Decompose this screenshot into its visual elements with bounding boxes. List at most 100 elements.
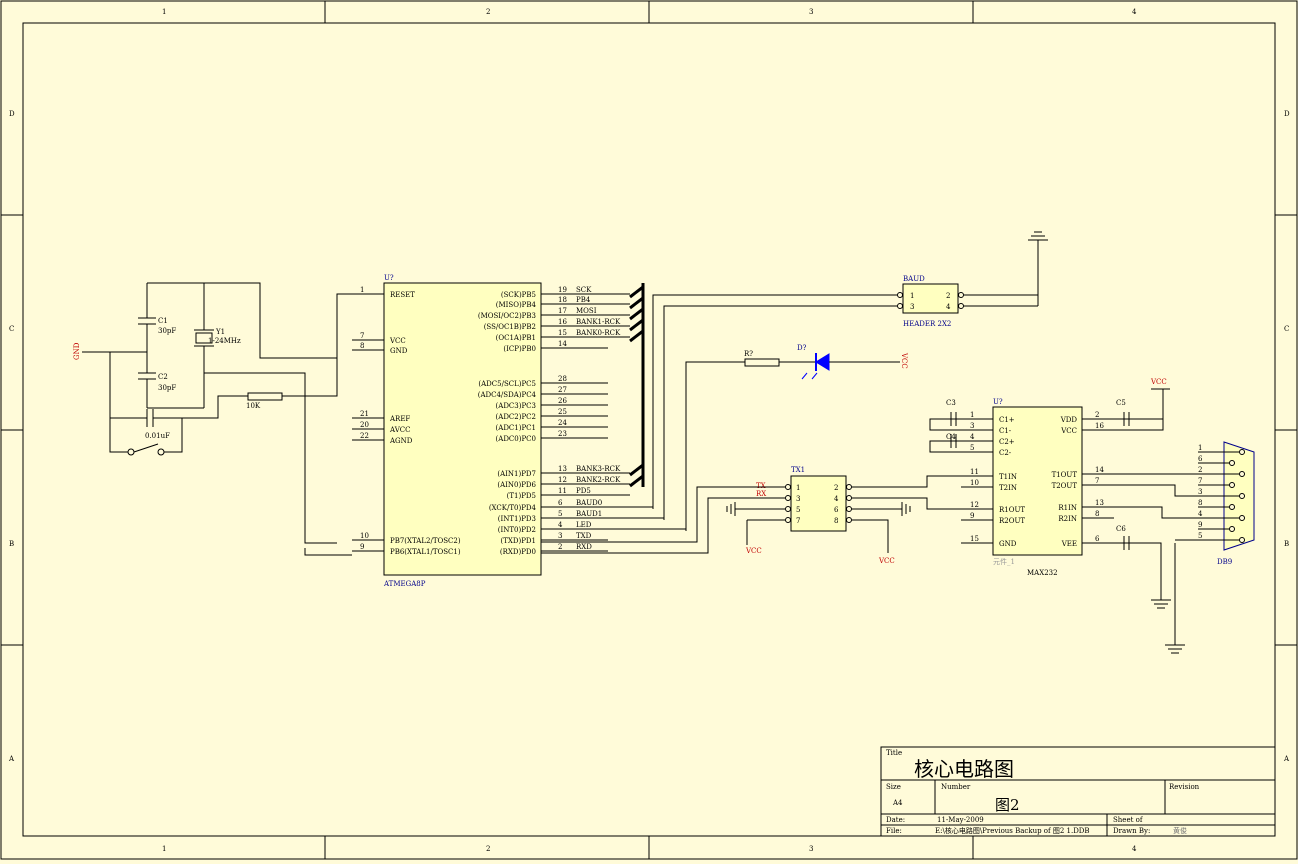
mcu-right-pin-number: 28 [558, 375, 567, 383]
max232-left-pin-name: C2- [999, 449, 1012, 457]
max232-left-pin-number: 3 [970, 422, 974, 430]
mcu-right-pin-name: (ADC0)PC0 [496, 435, 536, 443]
date-label: Date: [886, 816, 905, 824]
mcu-right-pin-number: 23 [558, 430, 567, 438]
tx-header: TX1 1 3 5 7 2 4 6 8 TX RX VCC VCC [541, 466, 990, 565]
mcu-right-pin-name: (AIN0)PD6 [497, 481, 536, 489]
c3-designator: C3 [946, 399, 956, 407]
tx1-pin-3: 3 [796, 495, 800, 503]
col-label-top-1: 1 [162, 8, 166, 16]
db9-pin-contact [1239, 471, 1245, 477]
mcu-right-pin-name: (SCK)PB5 [501, 291, 536, 299]
col-label-bottom-3: 3 [809, 845, 813, 853]
db9-pin-number: 2 [1198, 466, 1202, 474]
tx-net-label: TX [756, 482, 766, 490]
mcu-left-pin-number: 8 [360, 342, 364, 350]
tx1-pin-7: 7 [796, 517, 800, 525]
max232-right-pin-number: 7 [1095, 477, 1099, 485]
mcu-left-pin-name: PB6(XTAL1/TOSC1) [390, 548, 461, 556]
mcu-right-pin-number: 27 [558, 386, 567, 394]
max232-right-pin-name: R2IN [1058, 515, 1077, 523]
tx1-pin-4: 4 [834, 495, 839, 503]
d-designator: D? [797, 344, 807, 352]
rx-net-label: RX [756, 490, 766, 498]
max232-right-pin-name: R1IN [1058, 504, 1077, 512]
db9-pin-number: 1 [1198, 444, 1202, 452]
c1-designator: C1 [158, 317, 168, 325]
max232-right-pin-name: T1OUT [1052, 471, 1078, 479]
c4-designator: C4 [946, 433, 956, 441]
mcu-left-pin-name: AREF [389, 415, 410, 423]
baud-pin-2: 2 [946, 292, 950, 300]
mcu-right-pin-number: 13 [558, 465, 567, 473]
max232-left-pin-number: 11 [970, 468, 979, 476]
mcu-right-pin-name: (INT0)PD2 [498, 526, 536, 534]
mcu-right-pin-name: (ADC2)PC2 [496, 413, 536, 421]
drawing-title: 核心电路图 [914, 757, 1014, 781]
db9-pin-contact [1239, 493, 1245, 499]
oscillator-circuit: GND C1 30pF C2 30pF Y1 1-24MHz 0.01uF [73, 282, 352, 556]
c1-value: 30pF [158, 327, 176, 335]
number-value: 图2 [995, 796, 1020, 814]
baud-header: BAUD HEADER 2X2 1 3 2 4 [652, 231, 1048, 520]
mcu-right-pin-number: 3 [558, 532, 562, 540]
db9-pin-contact [1239, 515, 1245, 521]
c2-value: 30pF [158, 384, 176, 392]
mcu-net-label: PD5 [576, 487, 591, 495]
resistor-value: 10K [246, 402, 261, 410]
max232: U? 元件_1 MAX232 1C1+3C1-4C2+5C2-11T1IN10T… [929, 378, 1222, 654]
mcu-right-pin-name: (ICP)PB0 [503, 345, 536, 353]
col-label-top-3: 3 [809, 8, 813, 16]
row-label-left-d: D [9, 110, 15, 118]
mcu-left-pin-name: RESET [390, 291, 415, 299]
mcu-right-pin-name: (ADC5/SCL)PC5 [478, 380, 536, 388]
mcu-left-pin-number: 10 [360, 532, 369, 540]
mcu-right-pin-number: 11 [558, 487, 567, 495]
mcu-right-pin-number: 15 [558, 329, 567, 337]
drawn-value: 黄俊 [1173, 826, 1187, 835]
db9-pin-number: 4 [1198, 510, 1203, 518]
max232-left-pin-name: R2OUT [999, 517, 1025, 525]
db9-pin-number: 7 [1198, 477, 1202, 485]
c5-designator: C5 [1116, 399, 1126, 407]
y1-designator: Y1 [215, 328, 225, 336]
size-value: A4 [892, 799, 903, 807]
tx1-designator: TX1 [791, 466, 805, 474]
row-label-right-b: B [1284, 540, 1289, 548]
mcu-right-pin-number: 12 [558, 476, 567, 484]
max232-right-pin-number: 14 [1095, 466, 1104, 474]
mcu-right-pin-number: 5 [558, 510, 562, 518]
mcu-net-label: BAUD1 [576, 510, 602, 518]
r-designator: R? [744, 350, 753, 358]
db9-pin-contact [1229, 504, 1235, 510]
mcu-left-pin-number: 22 [360, 432, 369, 440]
max232-right-pin-number: 2 [1095, 411, 1099, 419]
mcu-right-pin-name: (ADC3)PC3 [496, 402, 536, 410]
mcu-left-pin-number: 21 [360, 410, 369, 418]
col-label-top-4: 4 [1132, 8, 1137, 16]
mcu-left-pin-name: VCC [389, 337, 406, 345]
mcu-right-pin-number: 18 [558, 296, 567, 304]
db9-pin-contact [1239, 449, 1245, 455]
mcu-net-label: LED [576, 521, 592, 529]
max232-left-pin-number: 5 [970, 444, 974, 452]
led-circuit: R? D? VCC [685, 344, 908, 531]
baud-designator: BAUD [903, 275, 925, 283]
max232-left-pin-number: 15 [970, 535, 979, 543]
drawn-label: Drawn By: [1113, 827, 1150, 835]
max232-left-pins: 1C1+3C1-4C2+5C2-11T1IN10T2IN12R1OUT9R2OU… [961, 411, 1025, 548]
mcu-right-pin-number: 2 [558, 543, 562, 551]
mcu-left-pin-name: PB7(XTAL2/TOSC2) [390, 537, 461, 545]
c6-designator: C6 [1116, 525, 1126, 533]
mcu-right-pin-name: (AIN1)PD7 [497, 470, 536, 478]
mcu-right-pin-name: (RXD)PD0 [500, 548, 536, 556]
tx1-pin-8: 8 [834, 517, 838, 525]
max232-left-pin-number: 10 [970, 479, 979, 487]
gnd-label: GND [73, 342, 81, 360]
mcu-part: ATMEGA8P [383, 580, 426, 588]
mcu-right-pin-name: (TXD)PD1 [500, 537, 536, 545]
mcu-net-label: BAUD0 [576, 499, 602, 507]
